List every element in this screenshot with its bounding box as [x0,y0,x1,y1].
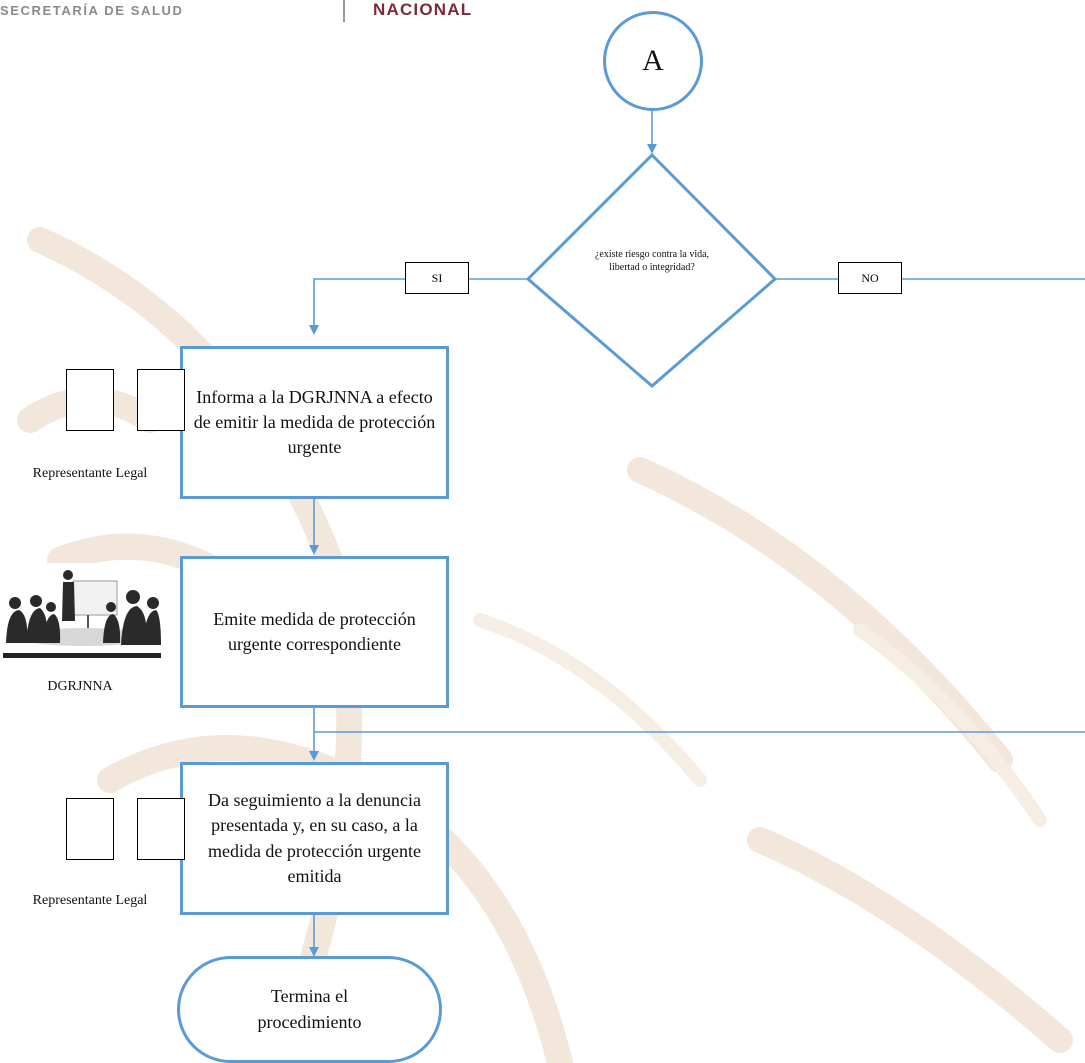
document-icon [66,798,114,860]
role-representante-legal: Representante Legal [32,466,148,481]
decision-question: ¿existe riesgo contra la vida, libertad … [594,249,710,273]
document-icon [66,369,114,431]
terminal-end: Termina el procedimiento [177,956,442,1063]
decision-diamond [525,152,778,388]
role-dgrjnna: DGRJNNA [47,679,113,694]
no-branch-label: NO [838,262,902,294]
header-divider [343,0,345,22]
connector-a: A [603,11,703,111]
program-name: NACIONAL [373,0,473,19]
people-meeting-icon [3,563,161,660]
step-emit-measure: Emite medida de protección urgente corre… [180,556,449,708]
document-icon [137,369,185,431]
yes-branch-label: SI [405,262,469,294]
step-follow-up: Da seguimiento a la denuncia presentada … [180,762,449,915]
agency-name: SECRETARÍA DE SALUD [0,3,184,18]
document-icon [137,798,185,860]
step-inform-dgrjnna: Informa a la DGRJNNA a efecto de emitir … [180,346,449,499]
role-representante-legal: Representante Legal [32,893,148,908]
